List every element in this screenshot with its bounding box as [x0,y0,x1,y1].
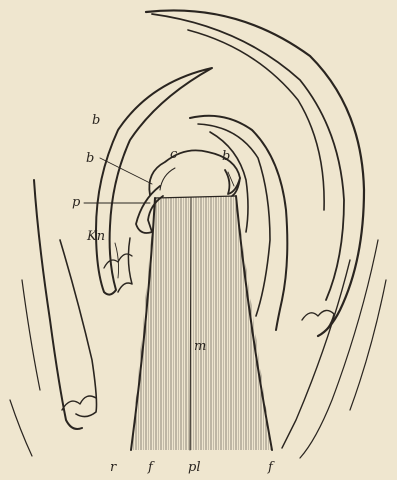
leaf-right-thin [282,240,386,458]
central-axis [131,196,272,450]
label-m: m [194,339,206,354]
leaf-sheath-left-outer [10,180,97,456]
label-b-inner: b [86,151,94,166]
label-b-left: b [92,113,100,128]
label-b-right: b [222,149,230,164]
label-kn: Kn [86,229,105,244]
label-p: p [72,195,81,210]
label-r: r [110,460,117,475]
label-pl: pl [188,460,200,475]
label-f-right: f [267,460,275,475]
label-f-left: f [147,460,155,475]
label-c: c [170,147,178,162]
